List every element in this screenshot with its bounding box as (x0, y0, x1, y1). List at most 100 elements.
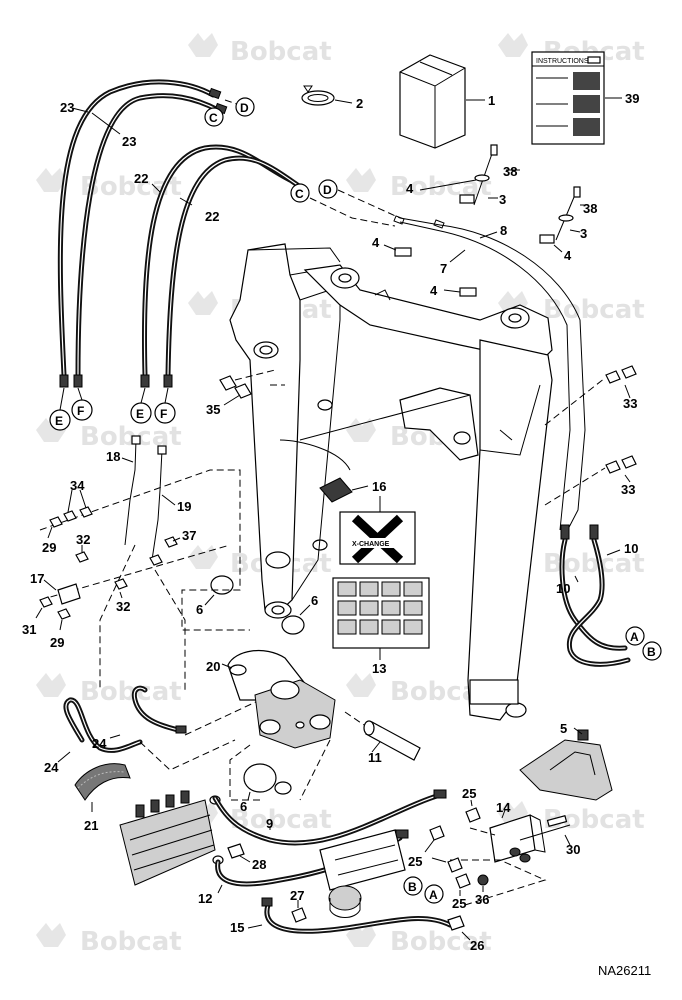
callout-7: 7 (440, 261, 447, 276)
callout-27: 27 (290, 888, 304, 903)
svg-text:E: E (55, 414, 63, 428)
hose-10-assembly: 10 10 (556, 524, 638, 667)
callout-3-a: 3 (499, 192, 506, 207)
callout-3-b: 3 (580, 226, 587, 241)
callout-4-a: 4 (406, 181, 414, 196)
callout-23-a: 23 (60, 100, 74, 115)
x-change-decal: 16 X-CHANGE (319, 477, 416, 565)
callout-25-c: 25 (452, 896, 466, 911)
callout-10-b: 10 (556, 581, 570, 596)
callout-37: 37 (182, 528, 196, 543)
hose-clamp-part: 2 (301, 85, 363, 111)
svg-text:A: A (630, 630, 639, 644)
svg-text:Bobcat: Bobcat (80, 927, 182, 957)
o-ring-6-right: 6 (281, 593, 318, 635)
boom-arm-structure (229, 243, 553, 721)
connector-e-left: E (49, 409, 71, 431)
connector-f-left: F (71, 399, 93, 421)
callout-26: 26 (470, 938, 484, 953)
fitting-26: 26 (447, 915, 484, 953)
connector-b-right: B (642, 641, 662, 661)
diverter-valve-assembly (319, 829, 406, 918)
callout-10-a: 10 (624, 541, 638, 556)
callout-29-a: 29 (42, 540, 56, 555)
callout-13: 13 (372, 661, 386, 676)
instructions-title: INSTRUCTIONS (536, 58, 589, 65)
svg-text:A: A (429, 888, 438, 902)
svg-text:E: E (136, 407, 144, 421)
coupler-bracket-20: 20 (206, 650, 336, 801)
callout-21: 21 (84, 818, 98, 833)
svg-text:Bobcat: Bobcat (230, 37, 332, 67)
connector-f-right: F (154, 402, 176, 424)
callout-28: 28 (252, 857, 266, 872)
callout-9: 9 (266, 816, 273, 831)
svg-text:B: B (647, 645, 656, 659)
hose-22-assembly: 22 22 (134, 144, 305, 388)
callout-20: 20 (206, 659, 220, 674)
callout-12: 12 (198, 891, 212, 906)
callout-16: 16 (372, 479, 386, 494)
steel-tubes-7-8: 7 8 (393, 215, 586, 536)
callout-33-b: 33 (621, 482, 635, 497)
callout-8: 8 (500, 223, 507, 238)
callout-35: 35 (206, 402, 220, 417)
kit-box-part: 1 (399, 54, 495, 149)
watermark-15: Bobcat (80, 927, 182, 957)
pin-11: 11 (344, 711, 421, 765)
svg-text:C: C (295, 187, 304, 201)
instruction-decal-sheet: 13 (332, 577, 430, 676)
callout-6-c: 6 (240, 799, 247, 814)
callout-1: 1 (488, 93, 495, 108)
connector-d-mid: D (318, 179, 338, 199)
svg-text:Bobcat: Bobcat (390, 927, 492, 957)
svg-text:F: F (160, 407, 167, 421)
hydraulic-lines-18-19: 18 19 (39, 435, 250, 690)
o-ring-6-lower: 6 (240, 763, 292, 814)
callout-30: 30 (566, 842, 580, 857)
callout-32-b: 32 (116, 599, 130, 614)
callout-29-b: 29 (50, 635, 64, 650)
hose-9: 9 (212, 789, 447, 846)
connector-b-bottom: B (403, 876, 423, 896)
callout-17: 17 (30, 571, 44, 586)
fitting-35: 35 (206, 369, 276, 417)
callout-23-b: 23 (122, 134, 136, 149)
callout-38-a: 38 (503, 164, 517, 179)
svg-text:D: D (323, 183, 332, 197)
callout-18: 18 (106, 449, 120, 464)
diagram-code: NA26211 (598, 963, 651, 978)
connector-a-right: A (625, 626, 645, 646)
watermark-16: Bobcat (390, 927, 492, 957)
hose-15: 15 (230, 897, 453, 935)
fitting-33: 33 33 (544, 365, 637, 506)
connector-c-mid: C (290, 183, 310, 203)
callout-19: 19 (177, 499, 191, 514)
svg-text:F: F (77, 404, 84, 418)
callout-11: 11 (368, 750, 382, 765)
watermark-1: Bobcat (230, 37, 332, 67)
callout-24-a: 24 (92, 736, 107, 751)
callout-33-a: 33 (623, 396, 637, 411)
callout-32-a: 32 (76, 532, 90, 547)
watermark-6: Bobcat (543, 295, 645, 325)
cover-plate-5: 5 (519, 721, 613, 801)
callout-4-b: 4 (372, 235, 380, 250)
control-valve-bank (119, 790, 224, 886)
instructions-manual-part: INSTRUCTIONS 39 (531, 51, 639, 145)
callout-38-b: 38 (583, 201, 597, 216)
callout-15: 15 (230, 920, 244, 935)
connector-e-right: E (130, 402, 152, 424)
tube-clamp-hardware: 38 38 4 3 3 4 4 4 (372, 144, 597, 298)
fitting-28: 28 (227, 843, 266, 872)
connector-d-top: D (235, 97, 255, 117)
hose-24-assembly: 24 24 21 (44, 685, 261, 833)
callout-5: 5 (560, 721, 567, 736)
selector-valve-14: 14 30 (450, 800, 580, 906)
callout-4-c: 4 (564, 248, 572, 263)
svg-text:Bobcat: Bobcat (80, 677, 182, 707)
callout-4-d: 4 (430, 283, 438, 298)
svg-text:C: C (209, 111, 218, 125)
svg-text:D: D (240, 101, 249, 115)
